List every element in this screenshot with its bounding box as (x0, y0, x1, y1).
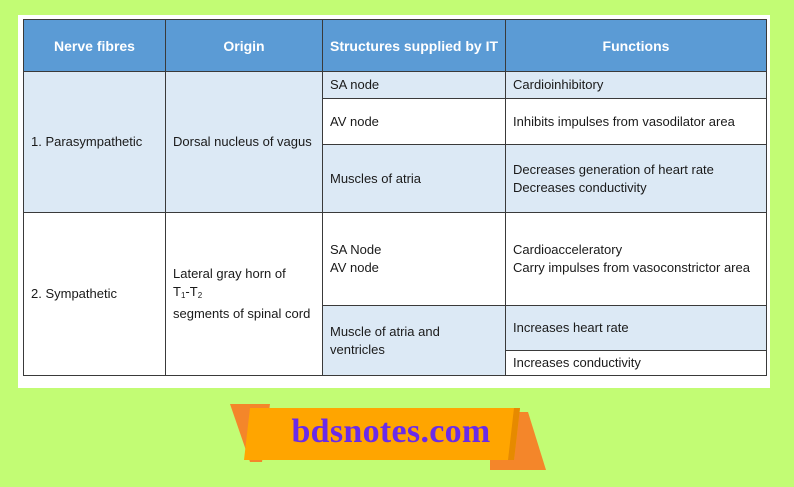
table-row: 1. Parasympathetic Dorsal nucleus of vag… (23, 71, 767, 213)
origin-line: Lateral gray horn of (173, 266, 286, 281)
table-row: Muscles of atria Decreases generation of… (24, 144, 767, 213)
function-line: Decreases conductivity (513, 179, 647, 195)
function-cell: Increases heart rate (505, 305, 767, 351)
function-line: Cardioacceleratory (513, 242, 623, 257)
header-structures: Structures supplied by IT (322, 19, 506, 72)
structure-cell: Muscle of atria and ventricles (322, 305, 506, 376)
function-cell: Cardioinhibitory (505, 71, 767, 99)
structure-line: SA Node (330, 242, 382, 257)
function-cell: Increases conductivity (505, 350, 767, 376)
parasympathetic-origin: Dorsal nucleus of vagus (165, 71, 323, 213)
table-row: Muscle of atria and ventricles Increases… (24, 305, 767, 376)
nerve-supply-table: Nerve fibres Origin Structures supplied … (23, 19, 767, 376)
sympathetic-name: 2. Sympathetic (23, 212, 166, 376)
header-nerve-fibres: Nerve fibres (23, 19, 166, 72)
function-line: Decreases generation of heart rate (513, 161, 714, 177)
site-banner[interactable]: bdsnotes.com (228, 402, 548, 474)
structure-line: AV node (330, 260, 379, 275)
header-functions: Functions (505, 19, 767, 72)
structure-cell: SA node (322, 71, 506, 99)
origin-segment-range: T1-T2 (173, 284, 203, 300)
origin-line: segments of spinal cord (173, 306, 311, 321)
table-row: AV node Inhibits impulses from vasodilat… (24, 98, 767, 145)
parasympathetic-name: 1. Parasympathetic (23, 71, 166, 213)
function-line: Carry impulses from vasoconstrictor area (513, 260, 750, 275)
function-cell: Cardioacceleratory Carry impulses from v… (505, 212, 767, 306)
function-cell: Decreases generation of heart rate Decre… (505, 144, 767, 213)
structure-cell: SA Node AV node (322, 212, 506, 306)
table-row: 2. Sympathetic Lateral gray horn of T1-T… (23, 212, 767, 376)
banner-text: bdsnotes.com (291, 413, 491, 450)
table-row: Increases conductivity (24, 350, 767, 376)
header-origin: Origin (165, 19, 323, 72)
ribbon-icon (230, 404, 546, 470)
structure-cell: Muscles of atria (322, 144, 506, 213)
table-header-row: Nerve fibres Origin Structures supplied … (23, 19, 767, 72)
structure-cell: AV node (322, 98, 506, 145)
function-cell: Inhibits impulses from vasodilator area (505, 98, 767, 145)
sympathetic-origin: Lateral gray horn of T1-T2 segments of s… (165, 212, 323, 376)
